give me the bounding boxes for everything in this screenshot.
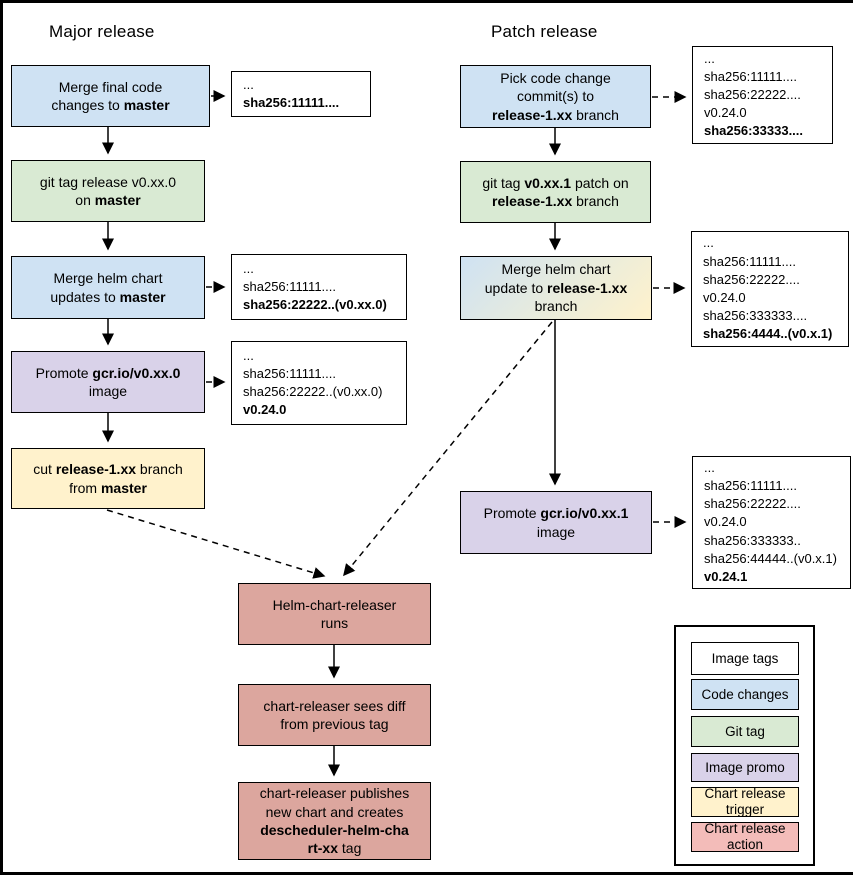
image-tags-patch-3: ...sha256:11111....sha256:22222....v0.24… [692, 456, 851, 589]
legend-item-chart-action: Chart release action [691, 821, 799, 852]
legend-item-image-promo: Image promo [691, 753, 799, 782]
legend-item-image-tags: Image tags [691, 642, 799, 675]
legend-item-chart-trigger: Chart release trigger [691, 786, 799, 817]
image-tags-patch-2: ...sha256:11111....sha256:22222....v0.24… [691, 231, 849, 347]
image-tags-patch-1: ...sha256:11111....sha256:22222....v0.24… [692, 46, 833, 144]
legend-item-code-changes: Code changes [691, 679, 799, 710]
major-release-title: Major release [49, 22, 155, 41]
image-tags-major-3: ...sha256:11111....sha256:22222..(v0.xx.… [231, 341, 407, 425]
image-tags-major-1: ...sha256:11111.... [231, 71, 371, 117]
legend-item-git-tag: Git tag [691, 716, 799, 747]
patch-release-title: Patch release [491, 22, 598, 41]
image-tags-major-2: ...sha256:11111....sha256:22222..(v0.xx.… [231, 254, 407, 320]
